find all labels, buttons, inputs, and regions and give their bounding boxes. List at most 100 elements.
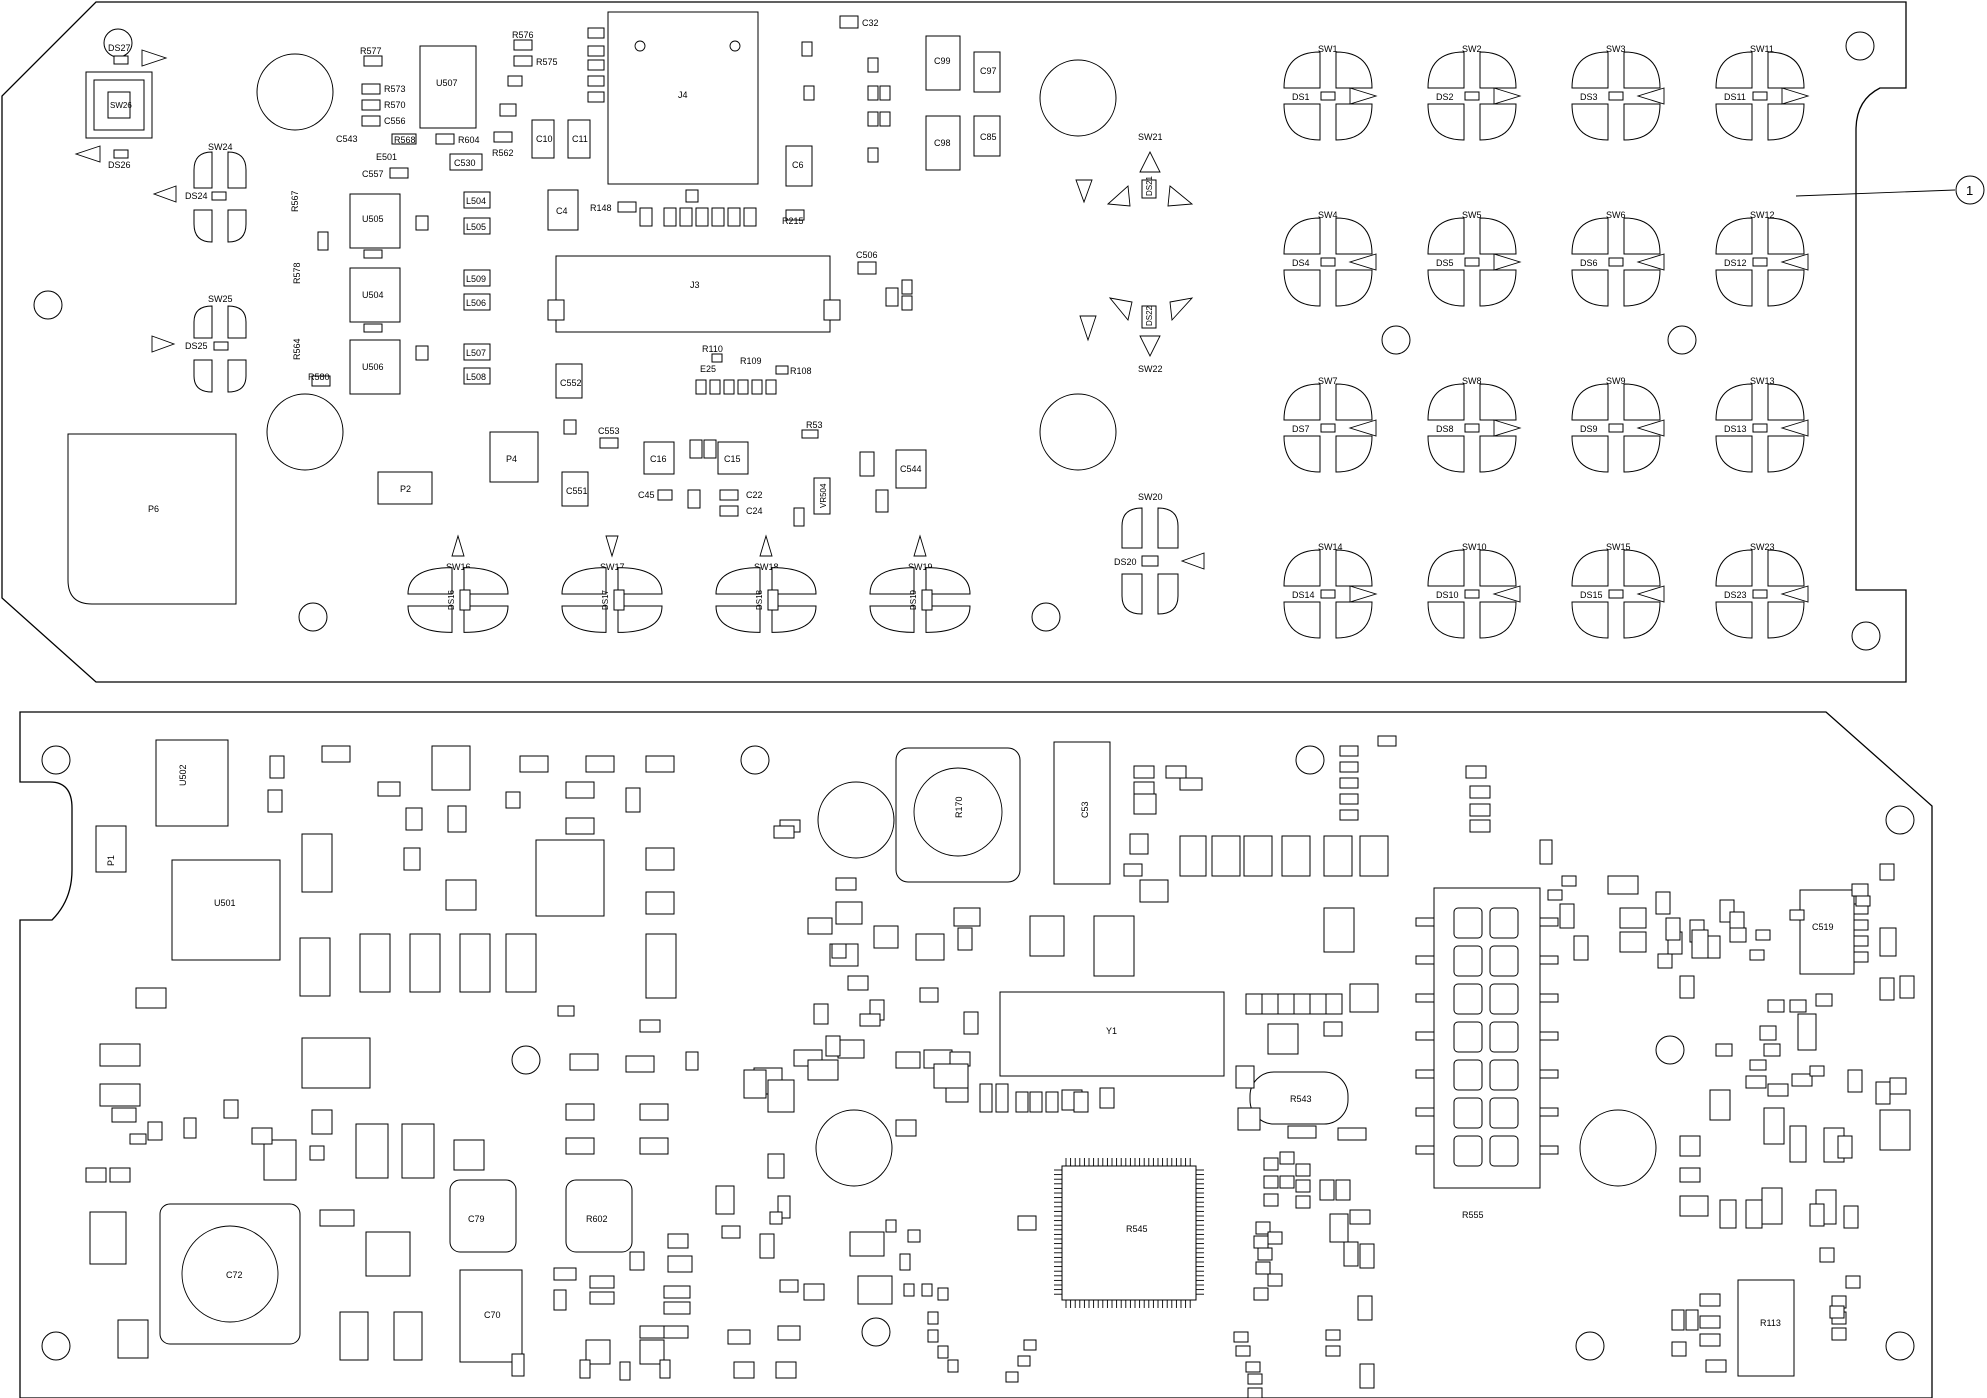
smd-component bbox=[733, 1361, 755, 1379]
smd-component bbox=[1789, 1125, 1807, 1163]
switch-pad bbox=[715, 567, 761, 595]
smd-component bbox=[401, 1123, 435, 1179]
switch-pad bbox=[1427, 103, 1465, 141]
smd-component bbox=[895, 1119, 917, 1137]
smd-component bbox=[1745, 1075, 1767, 1089]
ic-u3 bbox=[1737, 1279, 1795, 1377]
component-label: U501 bbox=[214, 898, 236, 908]
connector-lead bbox=[1539, 1107, 1559, 1117]
smd-component bbox=[431, 745, 471, 791]
smd-component bbox=[1879, 977, 1895, 1001]
connector-lead bbox=[1415, 1031, 1435, 1041]
nav-switch-sw20[interactable]: SW20 DS20 bbox=[1114, 492, 1205, 615]
switch-sw26-core bbox=[107, 91, 131, 119]
led-ds14 bbox=[1320, 589, 1336, 599]
component-label: L507 bbox=[466, 348, 486, 358]
switch-pad bbox=[1427, 269, 1465, 307]
smd-component bbox=[1465, 765, 1487, 779]
resistor-r580 bbox=[311, 375, 331, 387]
smd-component bbox=[565, 817, 595, 835]
smd-component bbox=[1699, 1293, 1721, 1307]
mounting-hole bbox=[1885, 805, 1915, 835]
smd-component bbox=[99, 1043, 141, 1067]
transformer-t1-core bbox=[181, 1225, 279, 1323]
switch-label: SW4 bbox=[1318, 210, 1338, 220]
connector-p1 bbox=[95, 825, 127, 873]
smd-component bbox=[727, 1329, 751, 1345]
component-label: C99 bbox=[934, 56, 951, 66]
nav-switch-sw22[interactable]: DS22 SW22 bbox=[1079, 297, 1194, 374]
component-label: R543 bbox=[1290, 1094, 1312, 1104]
resistor-r148 bbox=[617, 201, 637, 213]
smd-component bbox=[1847, 1069, 1863, 1093]
smd-component bbox=[1359, 1243, 1375, 1269]
capacitor-c11 bbox=[567, 119, 591, 159]
capacitor-c559 bbox=[363, 323, 383, 333]
resistor-r570 bbox=[361, 99, 381, 111]
ic-u506 bbox=[349, 339, 401, 395]
smd-component bbox=[849, 1231, 885, 1257]
smd-component bbox=[1133, 765, 1155, 779]
resistor-r576 bbox=[513, 39, 533, 51]
smd-component bbox=[579, 1359, 591, 1379]
top-board: 1 DS27 SW26 DS26 P6 U507 J4 bbox=[1, 1, 1985, 683]
smd-component bbox=[1791, 1073, 1813, 1087]
led-ds3 bbox=[1608, 91, 1624, 101]
led-ds27 bbox=[113, 55, 129, 65]
left-switch-sw24[interactable]: SW24 DS24 bbox=[152, 142, 247, 243]
switch-pad bbox=[1283, 383, 1321, 421]
switch-pad bbox=[1571, 103, 1609, 141]
led-label: DS3 bbox=[1580, 92, 1598, 102]
left-switch-sw25[interactable]: SW25 DS25 bbox=[151, 294, 247, 393]
smd-component bbox=[1335, 1179, 1351, 1201]
smd-component bbox=[135, 987, 167, 1009]
ic-u503 bbox=[1799, 889, 1855, 975]
led-ds7 bbox=[1320, 423, 1336, 433]
switch-pad bbox=[1767, 601, 1805, 639]
switch-pad bbox=[1139, 150, 1161, 173]
smd-component bbox=[1845, 1275, 1861, 1289]
nav-switch-sw21[interactable]: SW21 DS21 bbox=[1075, 132, 1194, 207]
led-label: DS7 bbox=[1292, 424, 1310, 434]
switch-pad bbox=[1169, 297, 1194, 322]
led-ds15 bbox=[1608, 589, 1624, 599]
smd-component bbox=[1179, 835, 1207, 877]
switch-pad bbox=[1121, 507, 1143, 549]
led-ds22 bbox=[1141, 305, 1157, 329]
smd-component bbox=[639, 1103, 669, 1121]
smd-component bbox=[1377, 735, 1397, 747]
switch-label: SW6 bbox=[1606, 210, 1626, 220]
smd-component bbox=[645, 755, 675, 773]
smd-component bbox=[1815, 993, 1833, 1007]
smd-component bbox=[1761, 1187, 1783, 1225]
smd-component bbox=[645, 847, 675, 871]
component-label: L509 bbox=[466, 274, 486, 284]
smd-component bbox=[1699, 1315, 1721, 1329]
capacitor-c23 bbox=[687, 489, 701, 509]
smd-component bbox=[505, 933, 537, 993]
smd-component bbox=[311, 1109, 333, 1135]
mounting-hole bbox=[1031, 602, 1061, 632]
smd-component bbox=[767, 1153, 785, 1179]
resistor-r573 bbox=[361, 83, 381, 95]
